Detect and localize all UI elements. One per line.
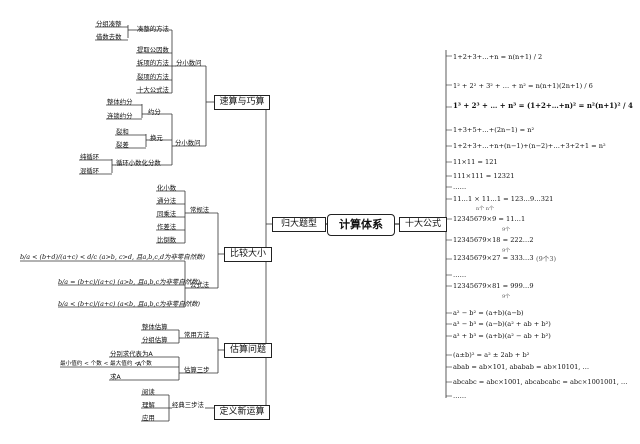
node-zhenggu: 整体估算 (142, 323, 168, 331)
node-m1: 通分法 (157, 197, 177, 205)
formula-24: abcabc = abc×1001, abcabcabc = abc×10010… (453, 378, 628, 386)
node-m3: 作差法 (157, 223, 177, 231)
node-gongshi: 公式法 (190, 281, 210, 289)
node-m0: 化小数 (157, 184, 177, 192)
formula-21: a³ + b³ = (a+b)(a² − ab + b²) (453, 332, 551, 340)
formula-25: …… (453, 392, 467, 400)
formula-5: 11×11 = 121 (453, 158, 498, 166)
root-node: 计算体系 (327, 214, 395, 236)
formula-4: 1+2+3+…+n+(n−1)+(n−2)+…+3+2+1 = n² (453, 142, 606, 150)
node-sanbu: 估算三步 (184, 366, 210, 374)
node-jingdian: 经典三步法 (172, 401, 204, 409)
formula-0: 1+2+3+…+n = n(n+1) / 2 (453, 53, 543, 61)
formula-9: n个 n个 (476, 206, 495, 212)
node-m2: 同乘法 (157, 210, 177, 218)
formula-3: 1+3+5+…+(2n−1) = n² (453, 126, 535, 134)
node-liehe: 裂和 (116, 128, 129, 136)
formula-6: 111×111 = 12321 (453, 172, 515, 180)
node-liansuo: 连锁约分 (107, 112, 133, 120)
formula-18: 9个 (502, 294, 511, 300)
node-yingyong: 应用 (142, 414, 155, 422)
formula-12: 12345679×18 = 222…2 (453, 236, 534, 244)
node-shida-fa: 十大公式法 (137, 86, 169, 94)
node-yuedu: 阅读 (142, 388, 155, 396)
node-jieshu: 借数去数 (96, 33, 122, 41)
branch-susuan: 速算与巧算 (214, 95, 270, 110)
node-s1: 分别求代表为A (110, 350, 153, 358)
formula-17: 12345679×81 = 999…9 (453, 282, 534, 290)
node-huanyuan: 换元 (150, 134, 163, 142)
node-tiqu: 提取公因数 (137, 46, 169, 54)
node-f1: b/a < (b+d)/(a+c) < d/c (a>b, c>d, 且a,b,… (20, 253, 205, 261)
node-f3: b/a < (b+c)/(a+c) (a<b, 且a,b,c为非零自然数) (58, 300, 200, 308)
formula-13: 9个 (502, 248, 511, 254)
node-s4: 求A (110, 373, 121, 381)
node-s2: A (137, 360, 142, 368)
node-fengu: 分组估算 (142, 336, 168, 344)
node-m4: 比倒数 (157, 236, 177, 244)
node-changgui: 常规法 (190, 206, 210, 214)
branch-dingyi: 定义新运算 (214, 405, 270, 420)
formula-14: 12345679×27 = 333…3 (453, 254, 534, 262)
branch-guina: 归大题型 (272, 217, 326, 232)
branch-bijiao: 比较大小 (224, 247, 272, 262)
formula-16: …… (453, 271, 467, 279)
node-hun: 混循环 (80, 167, 100, 175)
formula-11: 9个 (502, 227, 511, 233)
formula-15: (9个3) (536, 255, 557, 263)
node-coucheng: 凑整的方法 (137, 25, 169, 33)
formula-22: (a±b)² = a² ± 2ab + b² (453, 351, 530, 359)
branch-gusuan: 估算问题 (224, 343, 272, 358)
node-xunhuan: 循环小数化分数 (116, 159, 161, 167)
node-susuan-fa: 分小数问 (176, 59, 202, 67)
formula-20: a³ − b³ = (a−b)(a² + ab + b²) (453, 320, 551, 328)
formula-19: a² − b² = (a+b)(a−b) (453, 309, 524, 317)
node-s3: 最小值约 < 个数 < 最大值约 < 个数 (60, 361, 152, 367)
node-zhengti: 整体约分 (107, 98, 133, 106)
node-liexiang: 裂项的方法 (137, 73, 169, 81)
node-yuefen: 约分 (148, 108, 161, 116)
formula-2: 1³ + 2³ + … + n³ = (1+2+…+n)² = n²(n+1)²… (453, 101, 633, 110)
formula-23: abab = ab×101, ababab = ab×10101, … (453, 363, 590, 371)
node-fenzu: 分组凑整 (96, 20, 122, 28)
formula-7: …… (453, 183, 467, 191)
formula-10: 12345679×9 = 11…1 (453, 215, 526, 223)
formula-8: 11…1 × 11…1 = 123…9…321 (453, 195, 554, 203)
node-liecha: 裂差 (116, 141, 129, 149)
formula-1: 1² + 2² + 3² + … + n² = n(n+1)(2n+1) / 6 (453, 82, 593, 90)
node-chun: 纯循环 (80, 153, 100, 161)
node-fenxiang: 分小数问 (175, 139, 201, 147)
node-fangfa: 常用方法 (184, 331, 210, 339)
branch-shida: 十大公式 (399, 217, 447, 232)
node-chaixiang: 拆项的方法 (137, 59, 169, 67)
node-f2: b/a = (b+c)/(a+c) (a>b, 且a,b,c为非零自然数) (58, 278, 200, 286)
node-lijie: 理解 (142, 401, 155, 409)
